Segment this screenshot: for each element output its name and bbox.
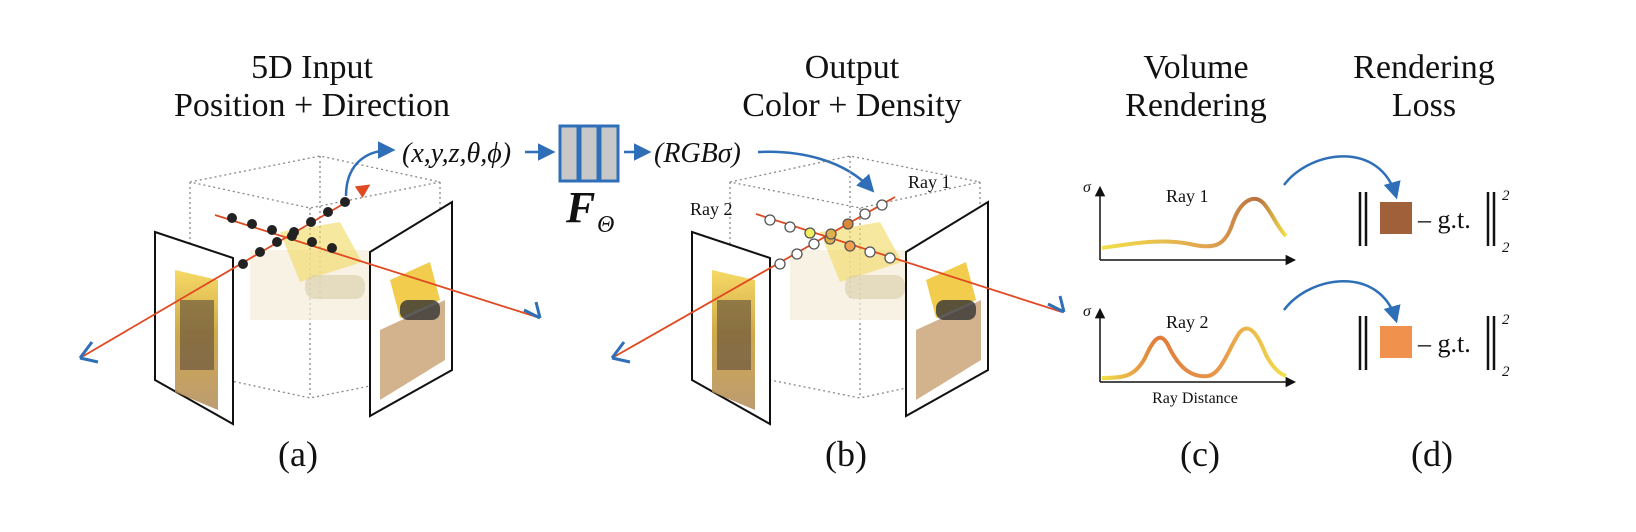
sample-point — [327, 243, 337, 253]
sample-point — [804, 227, 816, 239]
rendered-color-swatch — [1380, 202, 1412, 234]
density-plot-ray1: σ Ray 1 — [1083, 179, 1297, 266]
sigma-label: σ — [1083, 303, 1092, 320]
sample-point — [825, 228, 837, 240]
camera-image-right-b — [905, 200, 989, 418]
sample-point — [844, 240, 856, 252]
norm-sub: 2 — [1502, 364, 1510, 380]
panel-b-title-line2: Color + Density — [742, 87, 961, 124]
output-tuple: (RGBσ) — [654, 138, 741, 169]
camera-marker-left-b — [610, 341, 631, 364]
sample-point — [842, 218, 854, 230]
sample-point — [884, 252, 896, 264]
ray-arrowhead — [354, 184, 371, 199]
bulldozer-scene-a — [250, 222, 370, 320]
gt-text: – g.t. — [1417, 329, 1471, 358]
input-tuple: (x,y,z,θ,ϕ) — [402, 138, 511, 169]
panel-c-label: (c) — [1180, 434, 1220, 474]
norm-sub: 2 — [1502, 240, 1510, 256]
sample-point — [227, 213, 237, 223]
gt-text: – g.t. — [1417, 205, 1471, 234]
panel-b-label: (b) — [825, 434, 867, 474]
panel-c: Volume Rendering σ Ray 1 σ Ray 2 Ray Dis… — [1083, 49, 1297, 474]
panel-c-title-line2: Rendering — [1125, 87, 1267, 124]
output-arrow — [757, 150, 875, 193]
sample-point — [791, 248, 803, 260]
sample-point — [267, 225, 277, 235]
loss-term-ray1: – g.t. 2 2 — [1358, 188, 1510, 256]
plot-xaxis-label: Ray Distance — [1152, 390, 1238, 407]
sample-point — [323, 207, 333, 217]
norm-sup: 2 — [1502, 312, 1510, 328]
ray1-label-b: Ray 1 — [908, 172, 951, 192]
density-curve — [1101, 197, 1288, 250]
sample-point — [340, 197, 350, 207]
sample-point — [307, 237, 317, 247]
panel-a-label: (a) — [278, 434, 318, 474]
sigma-label: σ — [1083, 179, 1092, 196]
plot1-title: Ray 1 — [1166, 186, 1209, 206]
network-layer — [558, 124, 580, 183]
panel-d-title-line1: Rendering — [1353, 49, 1495, 86]
plot2-title: Ray 2 — [1166, 312, 1209, 332]
rendered-color-swatch — [1380, 326, 1412, 358]
sample-points-b — [764, 199, 896, 270]
network-symbol: F — [565, 183, 595, 232]
panel-d-title-line2: Loss — [1392, 87, 1456, 124]
sample-point — [272, 237, 282, 247]
network-layer — [578, 124, 600, 183]
sample-point — [238, 259, 248, 269]
panel-a-title-line2: Position + Direction — [174, 87, 450, 124]
render-arrow-ray1 — [1282, 155, 1401, 200]
sample-point — [306, 217, 316, 227]
sample-point — [289, 227, 299, 237]
input-arrow — [344, 141, 396, 197]
sample-point — [247, 219, 257, 229]
panel-c-title-line1: Volume — [1143, 49, 1248, 86]
sample-point — [864, 246, 876, 258]
panel-a-title-line1: 5D Input — [251, 49, 373, 86]
render-arrow-ray2 — [1282, 280, 1401, 324]
camera-marker-left-a — [78, 341, 99, 364]
ray-line — [79, 199, 351, 359]
sample-point — [764, 214, 776, 226]
camera-image-right-a — [369, 200, 453, 418]
sample-point — [255, 247, 265, 257]
sample-point — [784, 221, 796, 233]
sample-point — [774, 258, 786, 270]
panel-a: 5D Input Position + Direction — [78, 49, 556, 474]
camera-image-left-b — [691, 230, 771, 426]
camera-marker-right-a — [523, 301, 542, 320]
panel-d-label: (d) — [1411, 434, 1453, 474]
sample-point — [876, 199, 888, 211]
panel-d: Rendering Loss – g.t. 2 2 – g.t. 2 2 (d) — [1282, 49, 1510, 474]
loss-term-ray2: – g.t. 2 2 — [1358, 312, 1510, 380]
ray2-label-b: Ray 2 — [690, 199, 733, 219]
density-plot-ray2: σ Ray 2 Ray Distance — [1083, 303, 1297, 407]
camera-image-left-a — [154, 230, 234, 426]
network-subscript: Θ — [597, 212, 614, 238]
sample-point — [859, 208, 871, 220]
sample-points-a — [227, 197, 350, 269]
sample-point — [808, 238, 820, 250]
panel-b-title-line1: Output — [805, 49, 900, 86]
network-block: F Θ — [558, 124, 652, 238]
density-curve — [1101, 326, 1287, 380]
panel-b: Output Color + Density (RGBσ) — [610, 49, 1066, 474]
camera-marker-right-b — [1047, 295, 1066, 314]
network-layer — [598, 124, 620, 183]
norm-sup: 2 — [1502, 188, 1510, 204]
